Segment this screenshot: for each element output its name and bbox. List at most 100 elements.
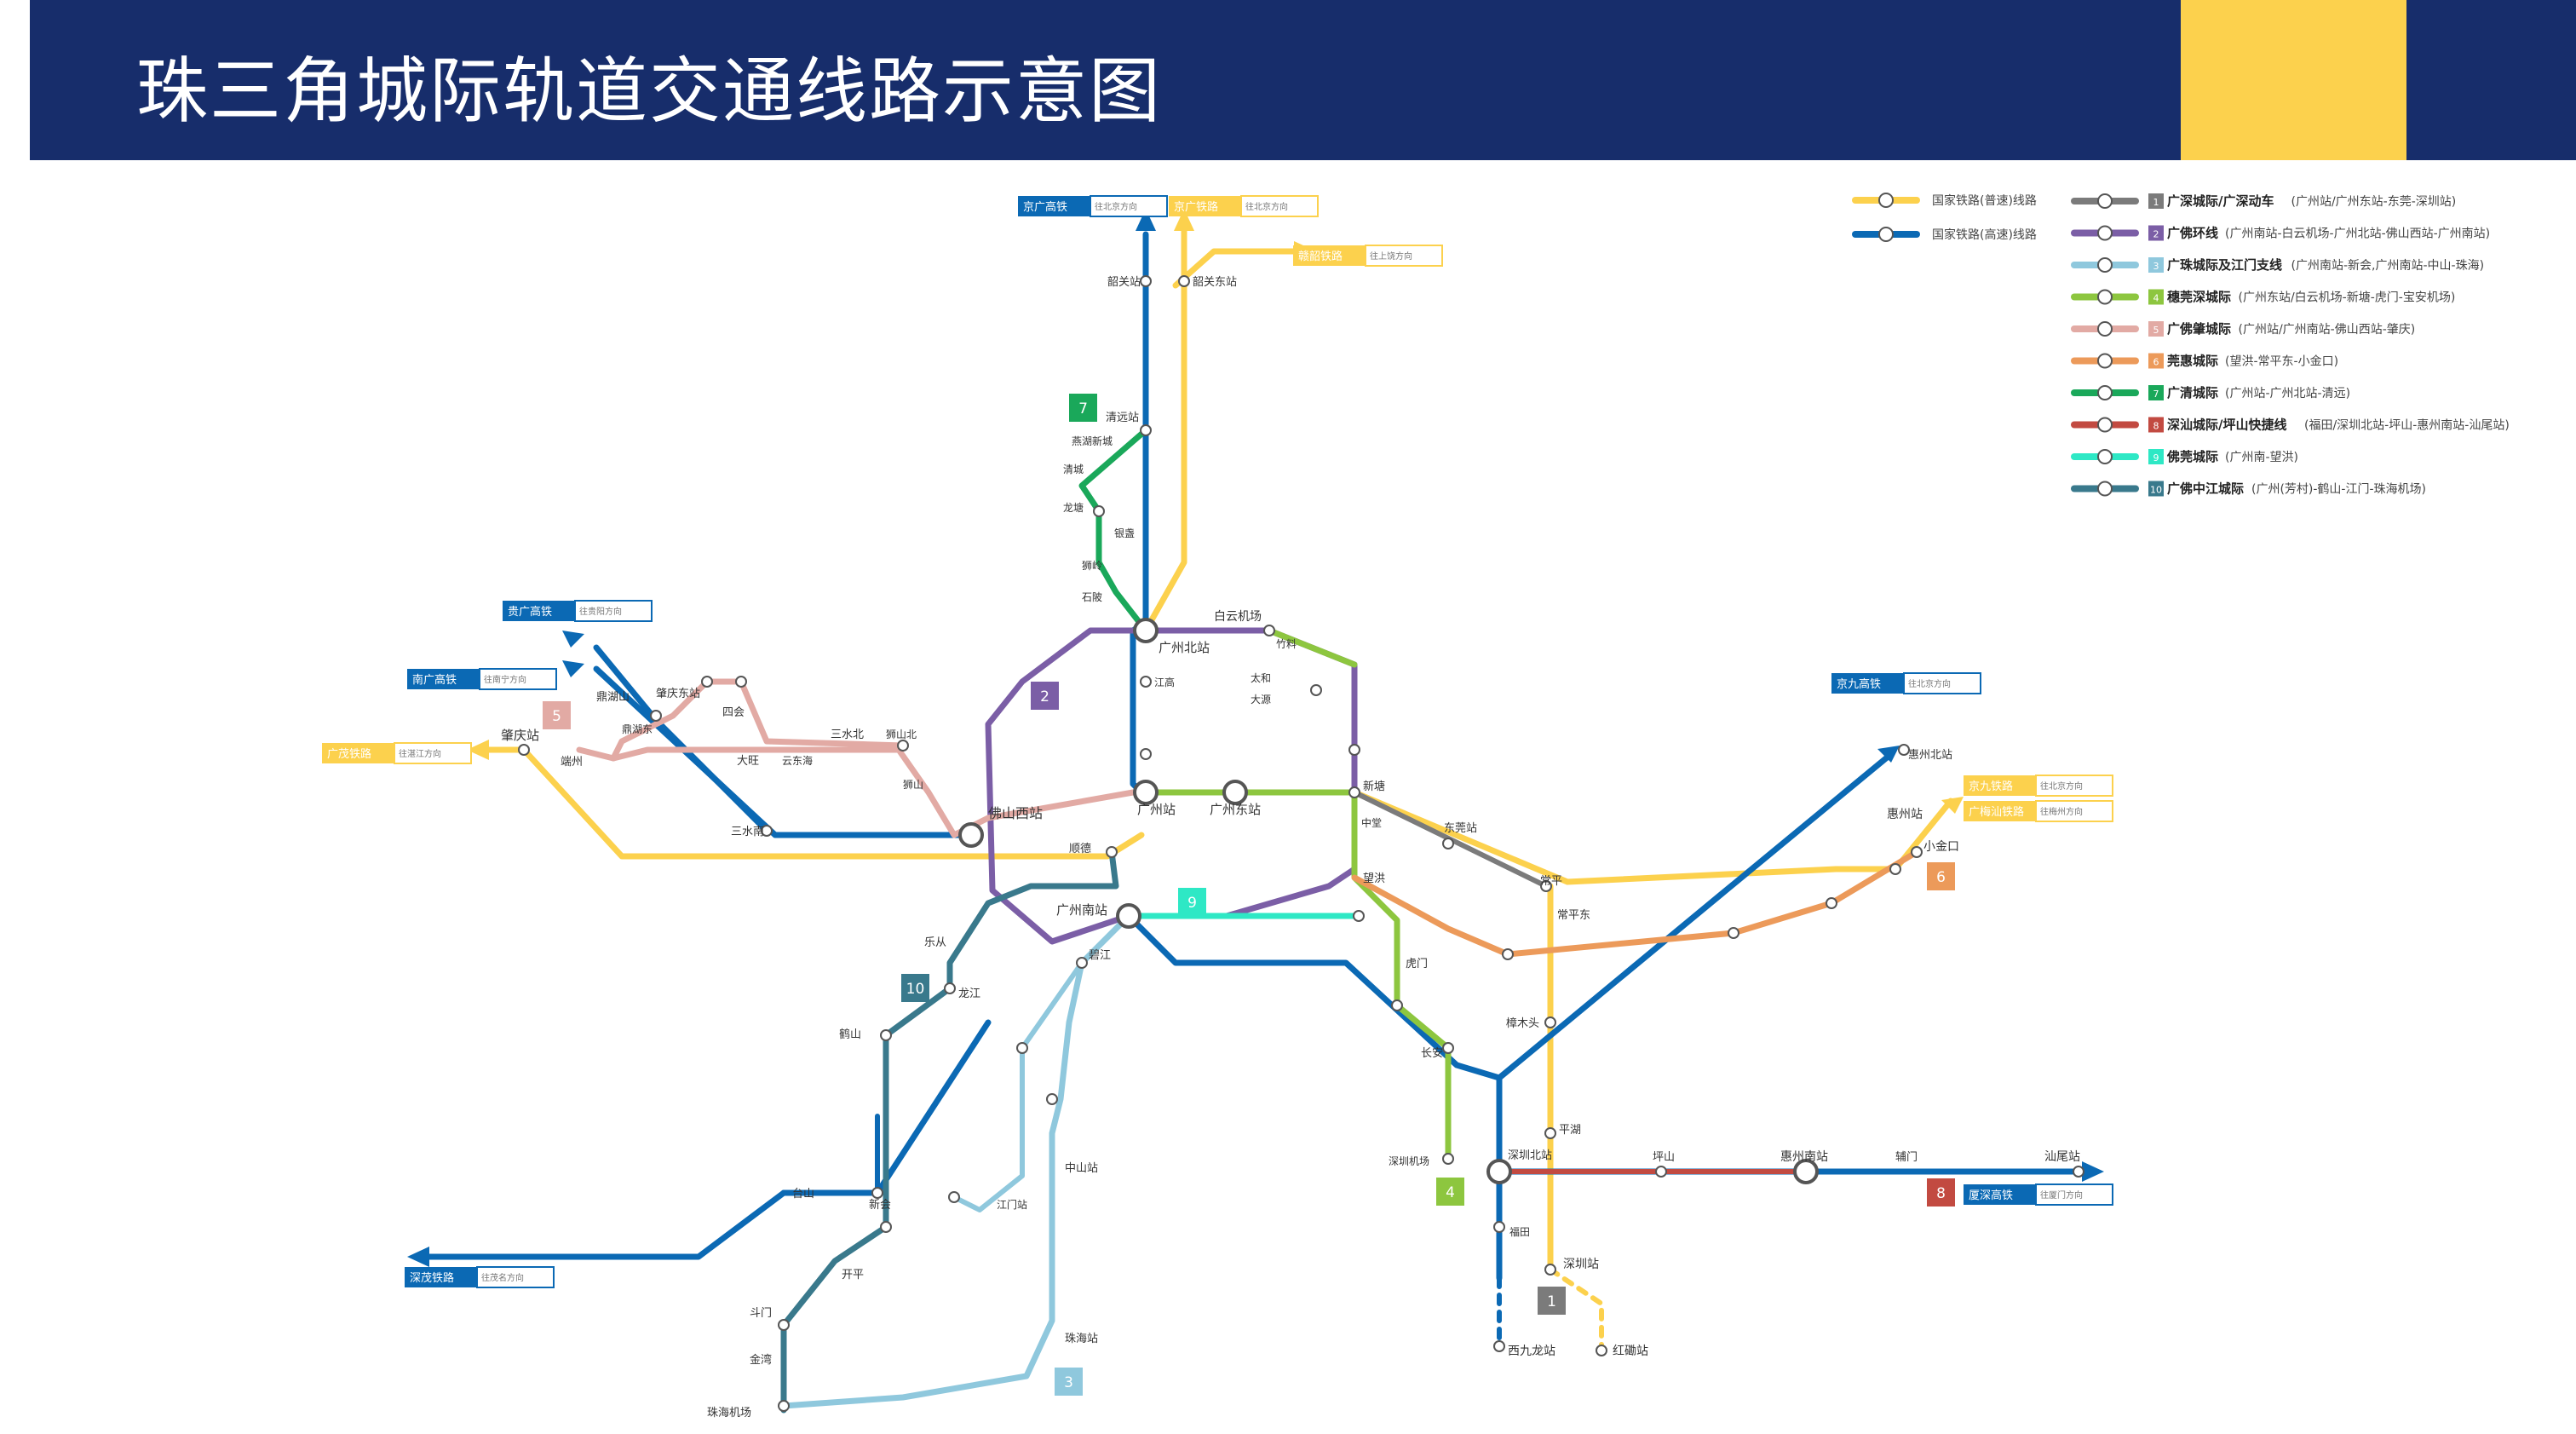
rail-normal-ganshao — [1172, 248, 1298, 289]
label-huizhou-north: 惠州北站 — [1908, 749, 1952, 762]
station-stop-2 — [1140, 424, 1152, 436]
rail-high-guangshen-gang — [1125, 913, 1503, 1281]
line-5-zhaoqing — [610, 678, 906, 762]
route-box-label: 赣韶铁路 — [1298, 250, 1343, 263]
route-box-label: 深茂铁路 — [410, 1271, 454, 1285]
legend-line-route: (广州东站/白云机场-新塘-虎门-宝安机场) — [2239, 291, 2456, 305]
route-box-note: 往北京方向 — [1095, 201, 1137, 212]
station-stop-9 — [1348, 786, 1360, 798]
station-stop-37 — [778, 1319, 790, 1331]
svg-text:10: 10 — [2150, 485, 2162, 496]
legend-line-route: (望洪-常平东-小金口) — [2225, 355, 2338, 369]
station-stop-12 — [1544, 1016, 1556, 1028]
label-yundonghai: 云东海 — [782, 754, 813, 767]
svg-text:5: 5 — [2153, 325, 2159, 336]
arrow-guiguang — [562, 631, 584, 648]
label-guangzhou: 广州站 — [1137, 802, 1176, 817]
label-jianggao: 江高 — [1154, 676, 1175, 688]
rail-high-ganshen — [1496, 751, 1895, 1081]
station-stop-32 — [1076, 957, 1088, 969]
line-badge-5: 5 — [543, 701, 571, 729]
label-qingcheng: 清城 — [1063, 464, 1084, 475]
svg-text:4: 4 — [1446, 1184, 1455, 1201]
station-stop-19 — [1493, 1221, 1505, 1233]
legend-line-name: 穗莞深城际 — [2167, 290, 2231, 305]
label-changan: 长安 — [1421, 1047, 1443, 1060]
label-humen: 虎门 — [1406, 958, 1428, 970]
label-yinzhan: 银盏 — [1114, 527, 1135, 539]
legend-line-route: (广州南站-白云机场-广州北站-佛山西站-广州南站) — [2225, 227, 2490, 241]
label-baiyun-airport: 白云机场 — [1214, 610, 1262, 624]
route-box-note: 往茂名方向 — [481, 1272, 524, 1283]
legend-rail-1: 国家铁路(高速)线路 — [1852, 227, 2037, 242]
station-stop-28 — [778, 1400, 790, 1412]
line-3-guangzhu — [780, 913, 1132, 1409]
label-zhongtang: 中堂 — [1361, 816, 1382, 829]
legend-rail-label: 国家铁路(普速)线路 — [1932, 193, 2037, 208]
label-duanzhou: 端州 — [561, 756, 583, 769]
route-box-9: 厦深高铁往厦门方向 — [1964, 1183, 2113, 1206]
label-jinwan: 金湾 — [750, 1353, 772, 1367]
label-bao-an-airport: 深圳机场 — [1389, 1155, 1429, 1167]
line-badge-7: 7 — [1069, 394, 1097, 422]
line-badge-10: 10 — [901, 974, 929, 1002]
route-box-4: 南广高铁往南宁方向 — [407, 668, 557, 690]
label-sanshuinan: 三水南 — [731, 825, 764, 838]
label-gz-north: 广州北站 — [1159, 640, 1210, 655]
station-stop-20 — [1493, 1340, 1505, 1352]
station-stop-44 — [1442, 1153, 1454, 1165]
station-stop-29 — [948, 1191, 960, 1203]
label-sihui: 四会 — [722, 706, 745, 719]
label-changping: 常平 — [1540, 875, 1562, 888]
route-box-note: 往贵阳方向 — [579, 606, 622, 617]
label-taihe: 太和 — [1251, 671, 1271, 684]
label-yanhu: 燕湖新城 — [1072, 435, 1113, 447]
label-zhuhai: 珠海站 — [1065, 1333, 1098, 1345]
route-box-10: 深茂铁路 往茂名方向 — [405, 1266, 555, 1288]
route-box-5: 广茂铁路往湛江方向 — [322, 742, 472, 764]
station-stop-38 — [701, 676, 713, 688]
label-pingshan: 坪山 — [1653, 1151, 1675, 1164]
station-stop-4 — [1140, 676, 1152, 688]
route-box-label: 南广高铁 — [412, 673, 457, 687]
arrow-jingjiu-normal — [1941, 797, 1964, 814]
label-duanfen: 斗门 — [750, 1307, 772, 1320]
svg-text:6: 6 — [1936, 869, 1946, 886]
svg-text:3: 3 — [1064, 1374, 1073, 1391]
station-stop-21 — [1596, 1345, 1607, 1356]
station-shenzhen-north — [1486, 1159, 1512, 1184]
legend-line-name: 广佛中江城际 — [2167, 481, 2244, 497]
legend-line-route: (广州南-望洪) — [2225, 451, 2298, 464]
svg-text:7: 7 — [1078, 400, 1088, 418]
station-stop-14 — [1544, 1264, 1556, 1276]
line-badge-9: 9 — [1178, 888, 1206, 916]
station-stop-26 — [518, 744, 530, 756]
svg-text:5: 5 — [552, 708, 561, 725]
line-7-guangqing — [1078, 427, 1149, 634]
station-stop-46 — [1502, 948, 1514, 960]
station-huizhou-south — [1793, 1159, 1819, 1184]
label-hongkan: 红磡站 — [1613, 1345, 1648, 1358]
header-bar — [30, 0, 2576, 160]
svg-text:6: 6 — [2153, 357, 2159, 368]
legend-line-name: 深汕城际/坪山快捷线 — [2167, 418, 2286, 433]
arrow-jingjiu-high — [1877, 746, 1900, 763]
legend-line-name: 广珠城际及江门支线 — [2167, 257, 2282, 273]
rail-normal-hk — [1548, 1267, 1604, 1353]
route-box-label: 广梅汕铁路 — [1969, 805, 2024, 819]
legend-line-route: (广州(芳村)-鹤山-江门-珠海机场) — [2251, 482, 2426, 497]
legend-line-route: (广州站/广州南站-佛山西站-肇庆) — [2239, 323, 2416, 337]
rail-normal-guangmao — [474, 746, 1145, 860]
arrow-jingguang-high — [1136, 209, 1156, 231]
label-huizhou: 惠州站 — [1887, 808, 1923, 821]
label-gz-east: 广州东站 — [1210, 802, 1261, 817]
station-stop-31 — [1046, 1093, 1058, 1105]
label-huangpu: 辅门 — [1895, 1151, 1918, 1164]
svg-text:9: 9 — [2153, 452, 2159, 464]
